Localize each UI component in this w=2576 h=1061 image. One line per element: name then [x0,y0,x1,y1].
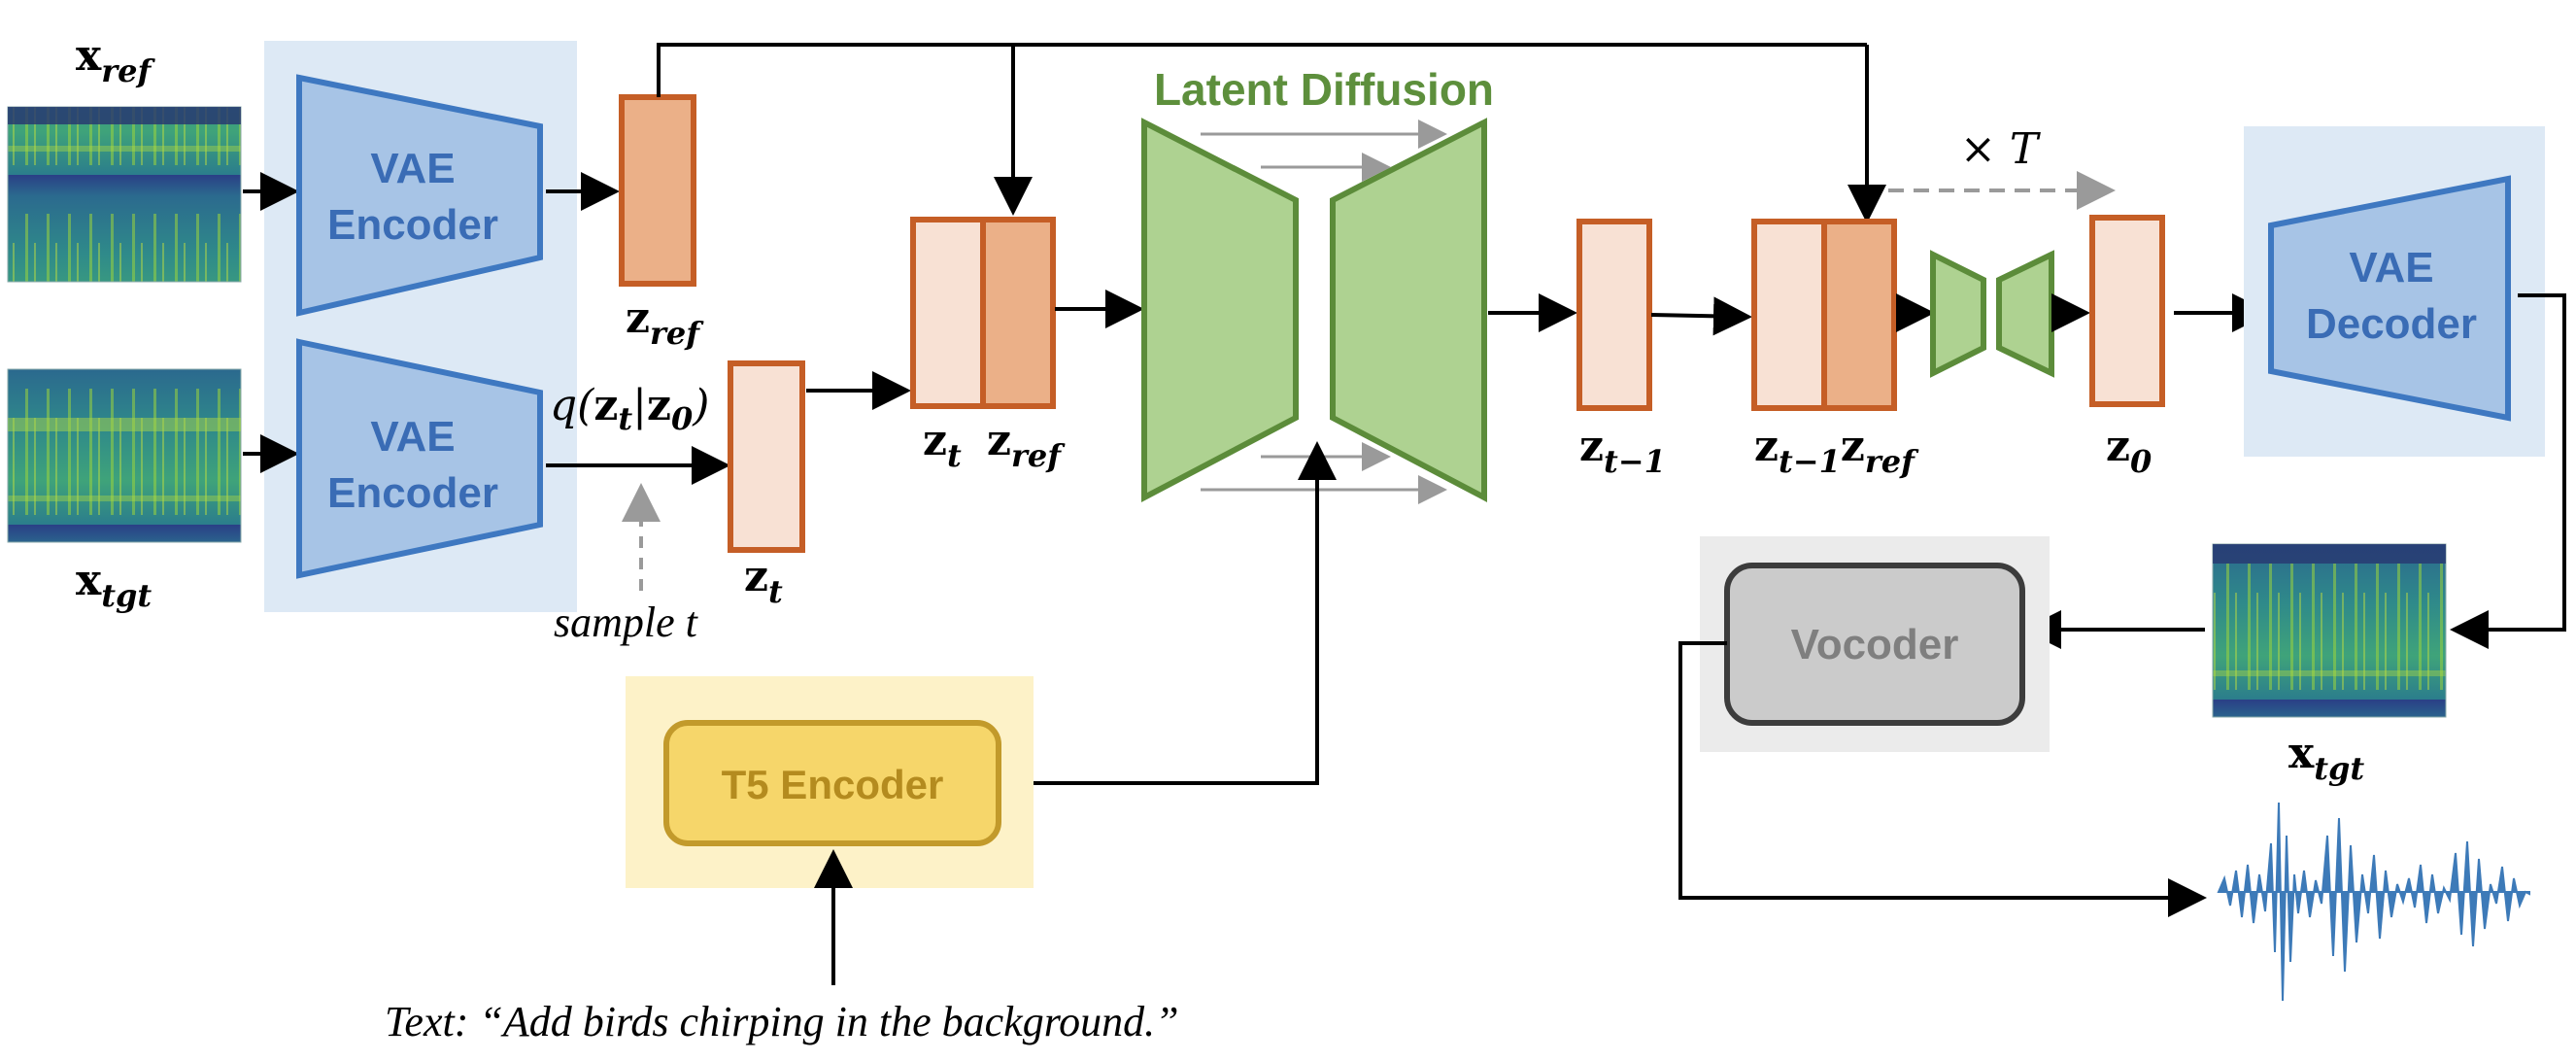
unet-decoder-half [1330,118,1487,502]
x-ref-label: xref [76,31,155,89]
z-t-label: zt [744,552,783,610]
z-ref-label: zref [626,293,704,352]
vae-encoder-top-label-1: VAE [370,145,455,192]
vae-encoder-bottom [296,338,543,579]
sample-t-label: sample t [554,599,699,646]
concat-zref-label: zref [987,416,1066,474]
concat-zref-block [980,217,1056,409]
x-tgt-label: xtgt [76,556,152,614]
latent-diffusion-title: Latent Diffusion [1154,64,1494,115]
vae-encoder-bottom-label-1: VAE [370,413,455,461]
spectrogram-tgt-image [7,368,242,543]
spectrogram-out-image [2212,543,2447,718]
vae-encoder-top [296,74,543,317]
z-ref-block [619,94,696,287]
times-t-label: × T [1960,124,2042,174]
concat2-label: zt−1zref [1754,422,1919,480]
mini-unet-left [1930,250,1986,378]
concat-zt-block [910,217,986,409]
arrow-zt1-to-concat2 [1650,296,1752,336]
concat-zt-label: zt [923,416,962,474]
arrow-vocoder-to-waveform [1678,641,2207,917]
t5-encoder-block [663,720,1001,846]
t5-encoder-label: T5 Encoder [722,762,944,807]
mini-unet-right [1996,250,2054,378]
vocoder-label: Vocoder [1791,621,1959,668]
z-t-minus-1-label: zt−1 [1579,422,1666,480]
vae-decoder-label-2: Decoder [2306,300,2477,348]
concat2-zref-block [1821,219,1897,411]
z-0-label: z0 [2106,422,2152,480]
z-0-block [2089,215,2165,407]
zref-skip-line [657,43,1867,97]
arrow-decoder-to-spectrogram [2450,293,2566,649]
vae-decoder-label-1: VAE [2349,244,2433,291]
concat2-zt1-block [1751,219,1827,411]
vae-encoder-top-label-2: Encoder [327,201,498,249]
z-t-block [728,360,805,553]
text-prompt-caption: Text: “Add birds chirping in the backgro… [385,998,1179,1045]
vae-encoder-bottom-label-2: Encoder [327,469,498,517]
t5-condition-line [1000,441,1337,785]
unet-encoder-half [1141,118,1299,502]
x-tgt-out-label: xtgt [2288,729,2364,787]
vae-decoder [2268,175,2511,422]
spectrogram-ref-image [7,106,242,283]
q-formula: q(zt|z0) [550,381,709,437]
z-t-minus-1-block [1576,219,1652,411]
audio-waveform-image [2217,802,2530,1002]
